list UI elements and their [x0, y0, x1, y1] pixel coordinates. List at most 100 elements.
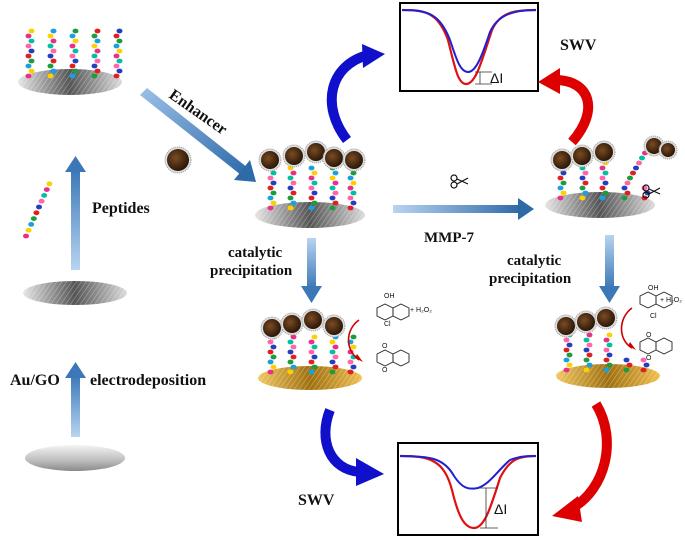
arrow-down-head-right — [599, 286, 620, 303]
peptide-chains-gold-right — [554, 306, 650, 373]
peptide-bead — [47, 43, 54, 49]
peptide-bead — [116, 58, 123, 64]
au-go-electrode-texture — [23, 281, 127, 305]
peptide-bead — [287, 359, 294, 365]
peptide-bead — [311, 344, 318, 350]
nanoparticle — [325, 149, 343, 167]
peptide-bead — [270, 170, 277, 176]
peptide-bead — [566, 342, 573, 348]
peptide-bead — [116, 28, 123, 34]
peptide-chains-center — [258, 140, 366, 211]
peptide-bead — [50, 48, 57, 54]
enhancer-nanoparticle — [164, 146, 192, 174]
arrow-up-head-1 — [65, 362, 86, 378]
peptide-bead — [560, 180, 567, 186]
peptide-bead — [347, 195, 354, 201]
peptide-bead — [332, 170, 339, 176]
peptide-bead — [603, 357, 610, 363]
peptide-bead — [72, 58, 79, 64]
peptide-bead — [311, 180, 318, 186]
mmp7-arrow — [393, 198, 534, 220]
peptide-bead — [311, 364, 318, 370]
peptide-bead — [287, 175, 294, 181]
peptide-bead — [636, 160, 642, 166]
peptide-bead — [329, 195, 336, 201]
peptide-bead — [47, 33, 54, 39]
peptide-bead — [94, 58, 101, 64]
peptide-bead — [290, 344, 297, 350]
peptide-bead — [332, 200, 339, 206]
peptide-bead — [347, 369, 354, 375]
peptide-bead — [308, 195, 315, 201]
peptide-bead — [28, 48, 35, 54]
peptide-bead — [582, 170, 589, 176]
peptide-bead — [311, 354, 318, 360]
peptide-bead — [308, 339, 315, 345]
arrow-up-shaft-2 — [71, 170, 80, 270]
peptide-bead — [267, 359, 274, 365]
peptide-bead — [602, 190, 609, 196]
peptide-bead — [290, 354, 297, 360]
peptide-bead — [28, 58, 35, 64]
peptide-bead — [350, 200, 357, 206]
peptide-bead — [47, 63, 54, 69]
peptide-bead — [347, 205, 354, 211]
peptide-bead — [586, 332, 593, 338]
peptide-bead — [113, 33, 120, 39]
precipitation-label-left: precipitation — [210, 263, 293, 279]
peptide-bead — [116, 68, 123, 74]
peptide-bead — [69, 73, 76, 79]
peptide-bead — [270, 364, 277, 370]
peptide-bead — [329, 339, 336, 345]
peptide-bead — [28, 222, 35, 227]
peptide-bead — [69, 33, 76, 39]
peptide-bead — [350, 170, 357, 176]
peptide-bead — [30, 216, 37, 222]
cleaved-electrode-texture — [545, 192, 655, 218]
peptide-bead — [586, 362, 593, 368]
swv-bottom-blue-curve — [399, 455, 537, 490]
peptide-bead — [47, 53, 54, 59]
peptide-bead — [267, 349, 274, 355]
peptide-bead — [113, 73, 120, 79]
nanoparticle — [263, 319, 281, 337]
peptide-bead — [308, 369, 315, 375]
peptide-bead — [563, 347, 570, 353]
peptide-bead — [287, 195, 294, 201]
peptide-bead — [50, 58, 57, 64]
peptide-bead — [290, 190, 297, 196]
peptide-bead — [287, 349, 294, 355]
nanoparticle — [553, 151, 571, 169]
nanoparticle — [345, 151, 363, 169]
cl-left: Cl — [384, 321, 391, 328]
o-right-top: O — [646, 332, 652, 339]
peptide-bead — [290, 170, 297, 176]
peptide-bead — [599, 175, 606, 181]
peptide-bead — [579, 195, 586, 201]
peptide-bead — [329, 349, 336, 355]
peptide-bead — [347, 175, 354, 181]
nanoparticle — [325, 317, 343, 335]
peptide-bead — [603, 367, 610, 373]
peptide-bead — [267, 195, 274, 201]
peptide-bead — [25, 227, 32, 233]
peptide-bead — [557, 185, 564, 191]
peptide-bead — [624, 180, 631, 186]
peptide-bead — [94, 68, 101, 74]
peptide-bead — [606, 332, 613, 338]
peptide-bead — [28, 38, 35, 44]
arrow-down-shaft-left — [307, 238, 316, 288]
peptide-bead — [332, 344, 339, 350]
peptide-bead — [643, 362, 650, 368]
gold-electrode-right-texture — [556, 364, 660, 388]
peptide-bead — [25, 63, 32, 69]
peptide-bead — [311, 190, 318, 196]
chemistry-left — [347, 303, 410, 367]
swv-top-blue-curve — [401, 9, 537, 74]
h2o2-right: + H₂O₂ — [660, 297, 682, 304]
peptide-bead — [639, 155, 645, 161]
peptide-bead — [270, 190, 277, 196]
peptide-bead — [332, 354, 339, 360]
peptides-label: Peptides — [92, 200, 150, 217]
scissors-icon — [450, 174, 469, 189]
